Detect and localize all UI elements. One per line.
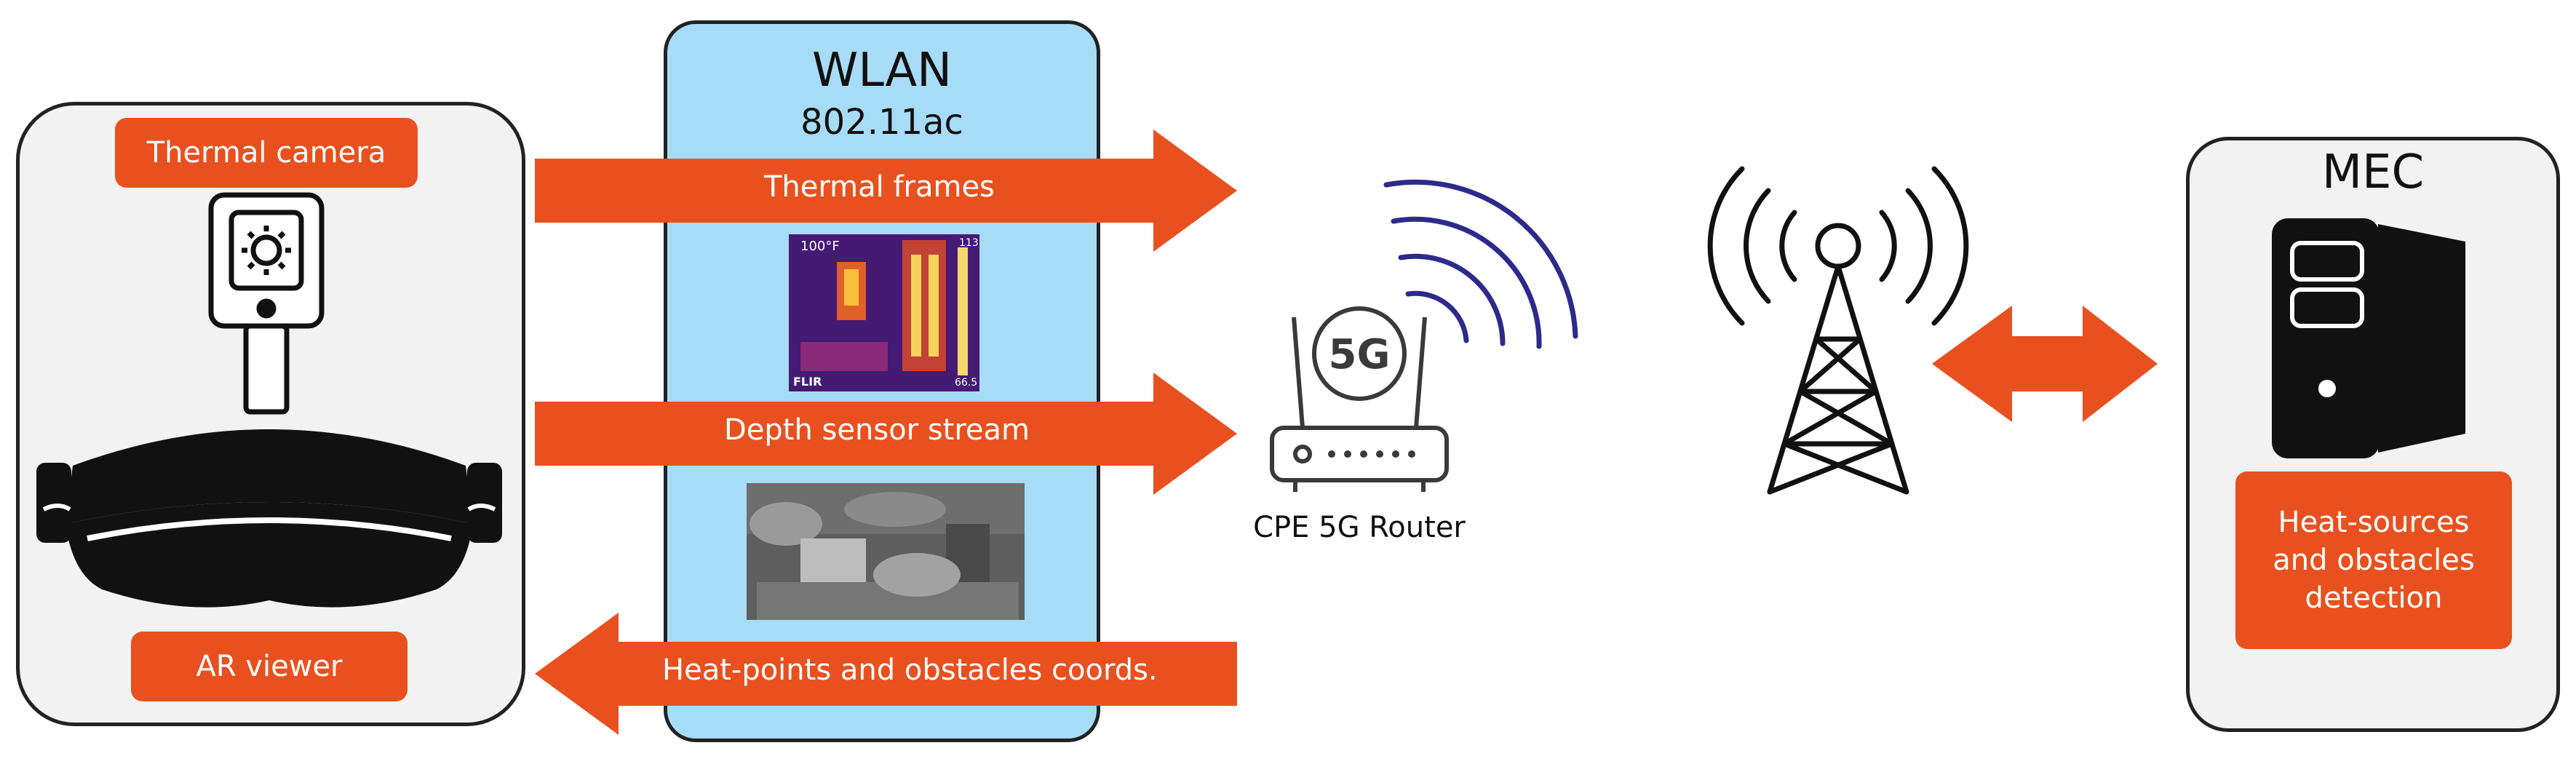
thermal-brand: FLIR (793, 375, 822, 389)
thermal-scale-max: 113 (959, 237, 979, 249)
wlan-standard: 802.11ac (800, 102, 963, 143)
thermal-frames-label: Thermal frames (764, 170, 995, 204)
thermal-temp-top: 100°F (800, 239, 840, 254)
ar-headset-icon (36, 429, 502, 608)
router-5g-badge: 5G (1329, 331, 1391, 378)
router-label: CPE 5G Router (1253, 511, 1466, 544)
thermal-camera-icon (208, 192, 325, 415)
router-icon (1270, 306, 1449, 492)
coords-back-arrow (535, 613, 1237, 735)
wifi-signal-icon (1383, 179, 1578, 349)
thermal-image: 100°F 113 66.5 FLIR (789, 234, 979, 391)
depth-stream-arrow (535, 373, 1237, 495)
thermal-frames-arrow (535, 130, 1237, 252)
ar-viewer-label: AR viewer (131, 632, 408, 701)
backhaul-arrow (1932, 306, 2158, 422)
depth-image (747, 483, 1025, 620)
thermal-camera-label: Thermal camera (115, 118, 418, 188)
coords-back-label: Heat-points and obstacles coords. (662, 653, 1158, 687)
mec-title: MEC (2321, 146, 2425, 199)
server-icon (2272, 218, 2465, 458)
mec-task-label: Heat-sources and obstacles detection (2235, 471, 2512, 649)
depth-stream-label: Depth sensor stream (724, 413, 1030, 447)
thermal-scale-min: 66.5 (955, 377, 977, 389)
wlan-title: WLAN (811, 44, 953, 98)
cell-tower-icon (1707, 166, 1969, 495)
